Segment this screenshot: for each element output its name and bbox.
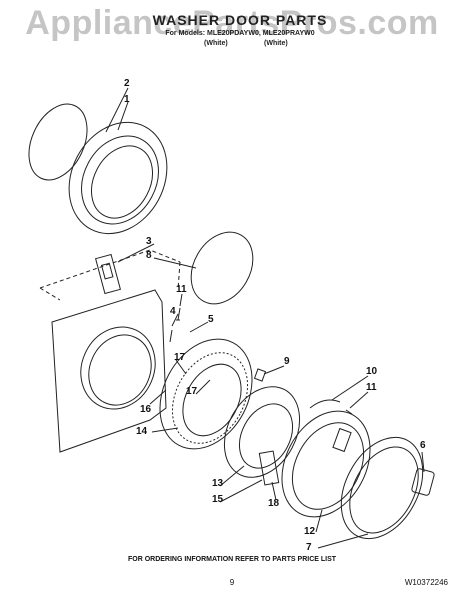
callout-14: 14 xyxy=(136,426,148,437)
part-2-door-gasket xyxy=(28,103,88,181)
callout-5: 5 xyxy=(208,314,214,325)
callout-18: 18 xyxy=(268,498,280,509)
part-6-handle xyxy=(411,468,435,496)
part-12-outer-door xyxy=(281,410,371,518)
callout-15: 15 xyxy=(212,494,224,505)
part-15-hinge xyxy=(258,450,280,486)
callout-17-lower: 17 xyxy=(186,386,198,397)
callout-7: 7 xyxy=(306,542,312,553)
watermark-text: AppliancePartsPros.com xyxy=(25,4,439,42)
callout-9: 9 xyxy=(284,356,290,367)
page-title: WASHER DOOR PARTS xyxy=(152,12,328,28)
model-list: For Models: MLE20PDAYW0, MLE20PRAYW0 xyxy=(165,30,315,37)
variant-right: (White) xyxy=(264,40,288,47)
callout-17-upper: 17 xyxy=(174,352,186,363)
part-14-inner-door xyxy=(159,338,253,450)
callout-12: 12 xyxy=(304,526,316,537)
part-8-lens xyxy=(190,231,254,305)
part-13-door-glass xyxy=(223,386,301,478)
callout-8: 8 xyxy=(146,250,152,261)
variant-left: (White) xyxy=(204,40,228,47)
part-7-door-trim xyxy=(340,436,424,540)
front-panel xyxy=(51,289,167,453)
callout-11-upper: 11 xyxy=(176,284,187,295)
part-1-bellow-outer xyxy=(68,121,168,235)
callout-3: 3 xyxy=(146,236,152,247)
part-3-latch xyxy=(95,253,121,295)
callout-11-lower: 11 xyxy=(366,382,377,393)
callout-16: 16 xyxy=(140,404,152,415)
callout-1: 1 xyxy=(124,94,130,105)
callout-2: 2 xyxy=(124,78,130,89)
callout-6: 6 xyxy=(420,440,426,451)
document-number: W10372246 xyxy=(404,578,448,587)
ordering-note: FOR ORDERING INFORMATION REFER TO PARTS … xyxy=(127,556,337,563)
callout-10: 10 xyxy=(366,366,378,377)
callout-4: 4 xyxy=(170,306,176,317)
page-number: 9 xyxy=(229,578,235,587)
callout-13: 13 xyxy=(212,478,224,489)
